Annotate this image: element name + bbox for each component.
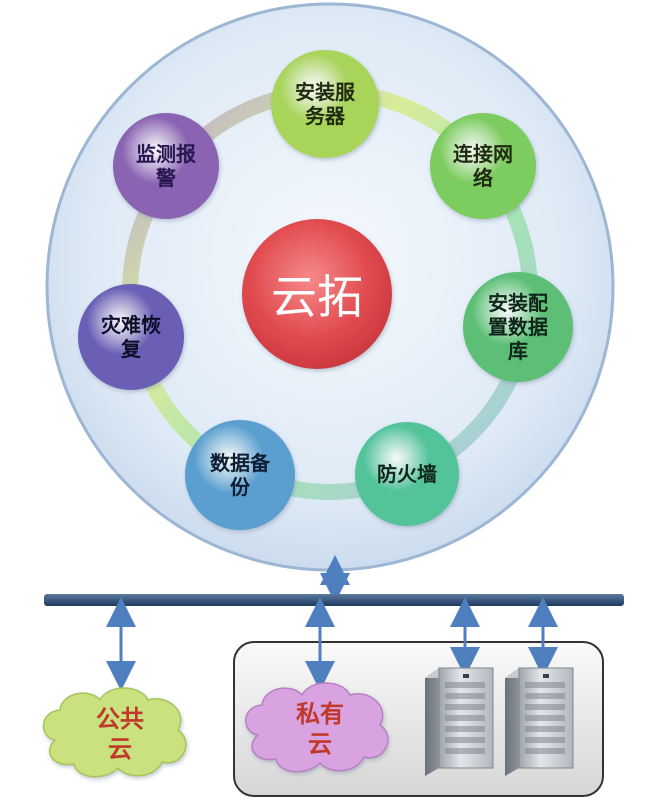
ring-node-circle bbox=[78, 284, 184, 390]
ring-node-label-firewall: 防火墙 bbox=[377, 462, 437, 486]
ring-node-connect-network bbox=[430, 113, 536, 219]
ring-node-label-data-backup: 数据备 份 bbox=[210, 451, 270, 499]
ring-node-label-install-server: 安装服 务器 bbox=[295, 80, 355, 128]
ring-node-label-connect-network: 连接网 络 bbox=[453, 142, 513, 190]
ring-node-install-server bbox=[271, 50, 379, 158]
public-cloud-label: 公共 云 bbox=[96, 705, 144, 763]
server-tower-2 bbox=[505, 667, 574, 776]
ring-node-install-database bbox=[463, 272, 573, 382]
ring-node-label-monitor-alarm: 监测报 警 bbox=[136, 142, 196, 190]
center-label: 云拓 bbox=[271, 270, 363, 324]
ring-node-monitor-alarm bbox=[113, 113, 219, 219]
server-tower-1 bbox=[425, 667, 494, 776]
ring-node-circle bbox=[355, 422, 459, 526]
ring-node-label-install-database: 安装配 置数据 库 bbox=[488, 291, 548, 363]
ring-node-circle bbox=[463, 272, 573, 382]
ring-node-circle bbox=[185, 420, 295, 530]
private-cloud bbox=[245, 682, 389, 773]
public-cloud bbox=[42, 687, 187, 778]
ring-node-circle bbox=[430, 113, 536, 219]
network-bus bbox=[44, 594, 624, 606]
center-node bbox=[242, 219, 392, 369]
private-cloud-label: 私有 云 bbox=[296, 700, 344, 758]
ring-node-firewall bbox=[355, 422, 459, 526]
ring-node-label-disaster-recovery: 灾难恢 复 bbox=[101, 313, 161, 361]
ring-node-disaster-recovery bbox=[78, 284, 184, 390]
ring-node-circle bbox=[113, 113, 219, 219]
ring-node-data-backup bbox=[185, 420, 295, 530]
ring-node-circle bbox=[271, 50, 379, 158]
